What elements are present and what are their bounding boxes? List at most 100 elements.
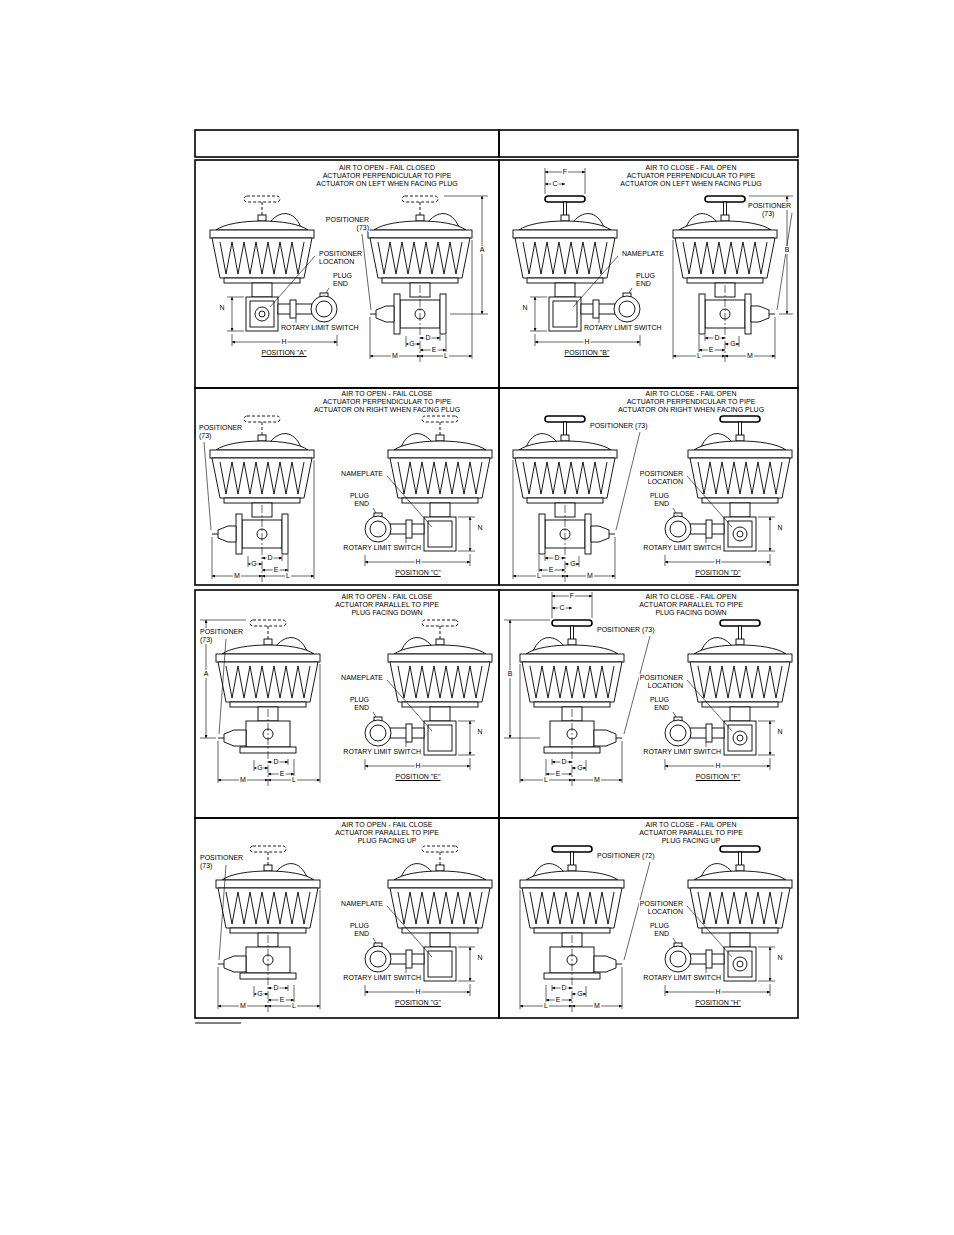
dimension-lines: [510, 620, 511, 738]
actuator-end: [520, 638, 624, 721]
actuator-end: [216, 864, 320, 947]
dimension-lines: [200, 620, 246, 621]
dimension-letter: E: [555, 996, 562, 1004]
dimension-letter: F: [562, 168, 568, 176]
callout-label: ROTARY LIMIT SWITCH: [642, 974, 722, 982]
actuator-end: [218, 890, 320, 1012]
dimension-letter: H: [714, 988, 721, 996]
title-line: ACTUATOR ON LEFT WHEN FACING PLUG: [619, 180, 763, 188]
actuator-front: [365, 947, 475, 996]
dimension-letter: D: [553, 554, 560, 562]
dimension-letter: L: [696, 352, 702, 360]
title-line: PLUG FACING DOWN: [654, 609, 727, 617]
title-line: PLUG FACING UP: [357, 837, 418, 845]
callout-label: POSITIONER: [199, 628, 244, 636]
callout-label: POSITIONER: [639, 470, 684, 478]
actuator-end: [513, 416, 617, 582]
callout-label: (73): [761, 210, 775, 218]
dimension-letter: N: [476, 524, 483, 532]
callout-label: PLUG: [635, 272, 656, 280]
callout-label: PLUG: [649, 922, 670, 930]
title-line: ACTUATOR PARALLEL TO PIPE: [638, 829, 744, 837]
callout-label: POSITIONER: [199, 854, 244, 862]
callout-label: END: [653, 930, 670, 938]
dimension-letter: L: [443, 352, 449, 360]
dimension-lines: [200, 738, 216, 739]
callout-label: END: [353, 500, 370, 508]
dimension-letter: B: [507, 670, 514, 678]
dimension-letter: G: [256, 764, 263, 772]
title-line: ACTUATOR PERPENDICULAR TO PIPE: [626, 172, 757, 180]
title-line: AIR TO OPEN - FAIL CLOSE: [341, 821, 434, 829]
position-caption: POSITION "D": [694, 569, 741, 577]
title-line: ACTUATOR PERPENDICULAR TO PIPE: [322, 172, 453, 180]
dimension-letter: M: [233, 572, 241, 580]
title-line: AIR TO OPEN - FAIL CLOSE: [341, 593, 434, 601]
dimension-letter: G: [576, 764, 583, 772]
actuator-front: [365, 721, 475, 770]
actuator-front: [365, 476, 456, 551]
callout-label: NAMEPLATE: [340, 470, 384, 478]
actuator-end: [216, 846, 320, 1012]
callout-label: END: [653, 500, 670, 508]
actuator-front: [733, 527, 747, 541]
position-caption: POSITION "C": [394, 569, 441, 577]
leader-line: [777, 213, 792, 310]
dimension-lines: [585, 168, 586, 194]
dimension-letter: E: [279, 996, 286, 1004]
dimension-letter: D: [713, 334, 720, 342]
actuator-end: [212, 460, 314, 582]
dimension-letter: D: [424, 334, 431, 342]
dimension-lines: [362, 196, 488, 314]
dimension-letter: N: [776, 954, 783, 962]
dimension-letter: N: [218, 304, 225, 312]
callout-label: END: [353, 704, 370, 712]
callout-label: PLUG: [649, 492, 670, 500]
dimension-letter: G: [408, 340, 415, 348]
actuator-front: [665, 721, 775, 770]
actuator-front: [665, 680, 756, 755]
dimension-lines: [200, 620, 246, 738]
actuator-end: [218, 664, 320, 786]
title-line: AIR TO CLOSE - FAIL OPEN: [645, 390, 738, 398]
callout-label: (73): [356, 224, 370, 232]
leader-line: [616, 432, 640, 530]
callout-label: ROTARY LIMIT SWITCH: [342, 544, 422, 552]
callout-label: END: [332, 280, 349, 288]
dimension-letter: E: [555, 770, 562, 778]
actuator-end: [370, 240, 472, 362]
position-caption: POSITION "B": [563, 349, 610, 357]
callout-label: ROTARY LIMIT SWITCH: [583, 324, 663, 332]
actuator-front: [549, 256, 640, 331]
title-line: ACTUATOR ON RIGHT WHEN FACING PLUG: [617, 406, 765, 414]
frame: [195, 590, 499, 818]
frame: [499, 130, 798, 157]
dimension-letter: M: [239, 1002, 247, 1010]
actuator-front: [365, 906, 456, 981]
callout-label: END: [635, 280, 652, 288]
title-line: AIR TO OPEN - FAIL CLOSE: [341, 390, 434, 398]
callout-label: PLUG: [332, 272, 353, 280]
position-caption: POSITION "A": [260, 349, 307, 357]
frame: [195, 160, 499, 388]
callout-label: POSITIONER: [318, 250, 363, 258]
actuator-front: [246, 256, 337, 331]
title-line: ACTUATOR PARALLEL TO PIPE: [334, 829, 440, 837]
dimension-letter: A: [203, 670, 210, 678]
actuator-front: [665, 476, 756, 551]
callout-label: (73): [199, 636, 213, 644]
dimension-letter: M: [593, 776, 601, 784]
dimension-letter: M: [586, 572, 594, 580]
dimension-letter: H: [280, 338, 287, 346]
callout-label: LOCATION: [647, 908, 684, 916]
dimension-letter: L: [291, 1002, 297, 1010]
actuator-front: [688, 638, 792, 721]
leader-line: [219, 639, 226, 734]
dimension-letter: M: [239, 776, 247, 784]
actuator-end: [544, 947, 622, 979]
dimension-lines: [779, 314, 793, 315]
dimension-lines: [545, 168, 546, 194]
dimension-lines: [592, 592, 593, 618]
callout-label: POSITIONER (73): [589, 422, 649, 430]
dimension-letter: H: [714, 762, 721, 770]
